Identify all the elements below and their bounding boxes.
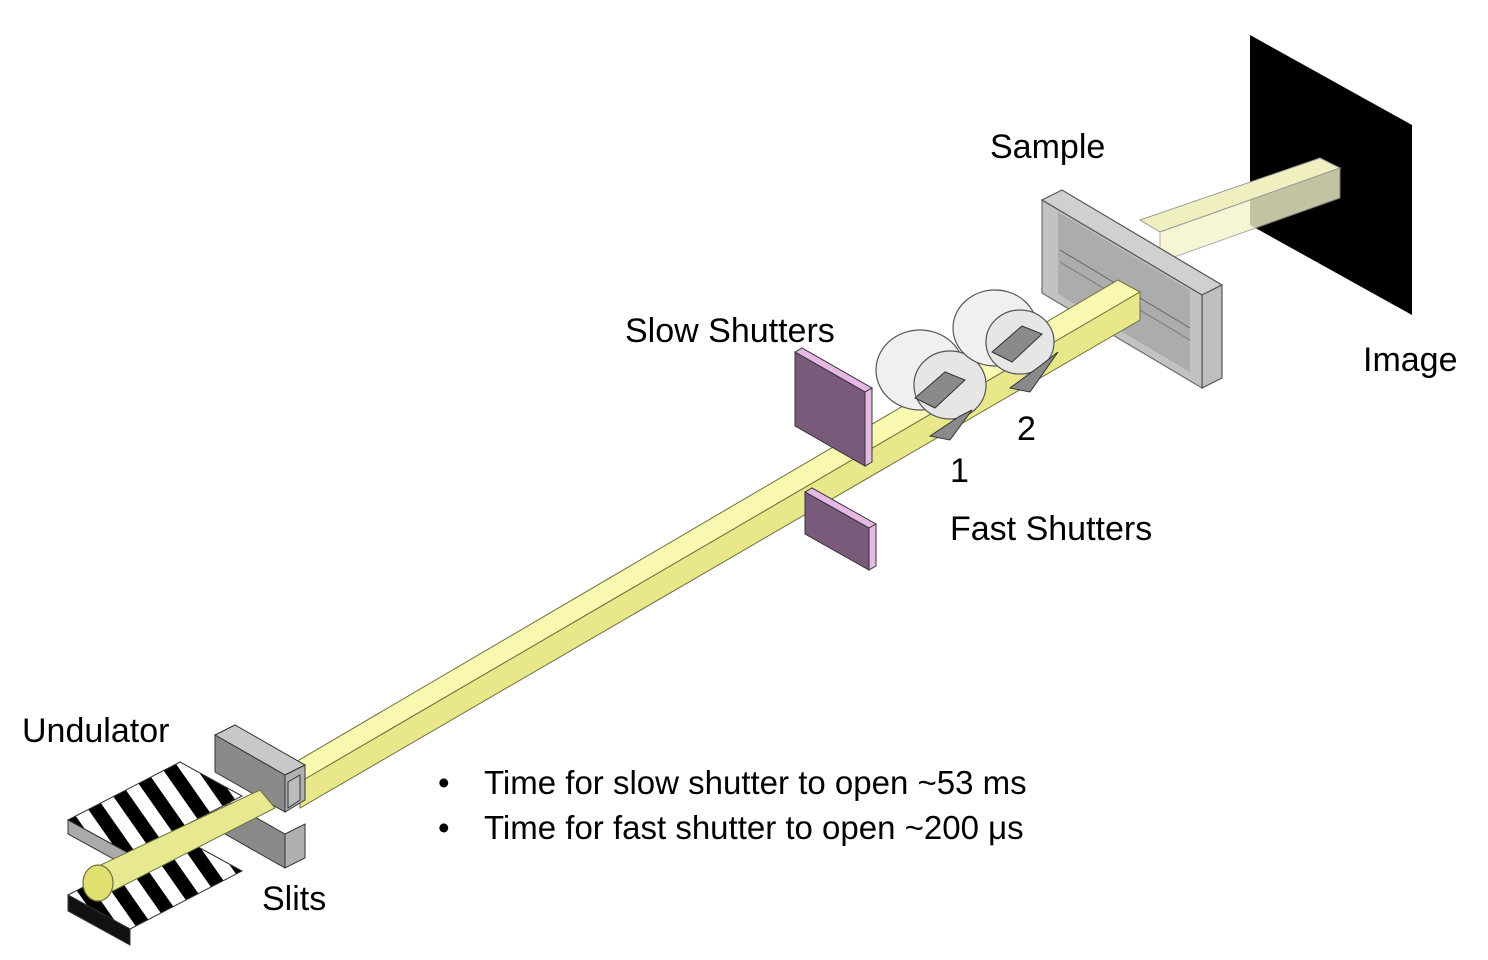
timing-notes: Time for slow shutter to open ~53 ms Tim… (438, 760, 1027, 850)
fast-shutter-1 (875, 329, 987, 441)
label-slits: Slits (262, 880, 327, 918)
label-undulator: Undulator (22, 712, 170, 750)
label-fast-shutters: Fast Shutters (950, 510, 1153, 548)
label-fast-shutter-1: 1 (950, 452, 969, 490)
label-sample: Sample (990, 128, 1106, 166)
undulator (66, 761, 276, 946)
note-fast-shutter: Time for fast shutter to open ~200 μs (438, 805, 1027, 850)
label-fast-shutter-2: 2 (1017, 410, 1036, 448)
fast-shutter-2 (952, 289, 1059, 393)
note-slow-shutter: Time for slow shutter to open ~53 ms (438, 760, 1027, 805)
slow-shutter-lower (803, 487, 878, 571)
label-image: Image (1363, 341, 1458, 379)
slow-shutter-upper (793, 347, 874, 467)
label-slow-shutters: Slow Shutters (625, 312, 835, 350)
